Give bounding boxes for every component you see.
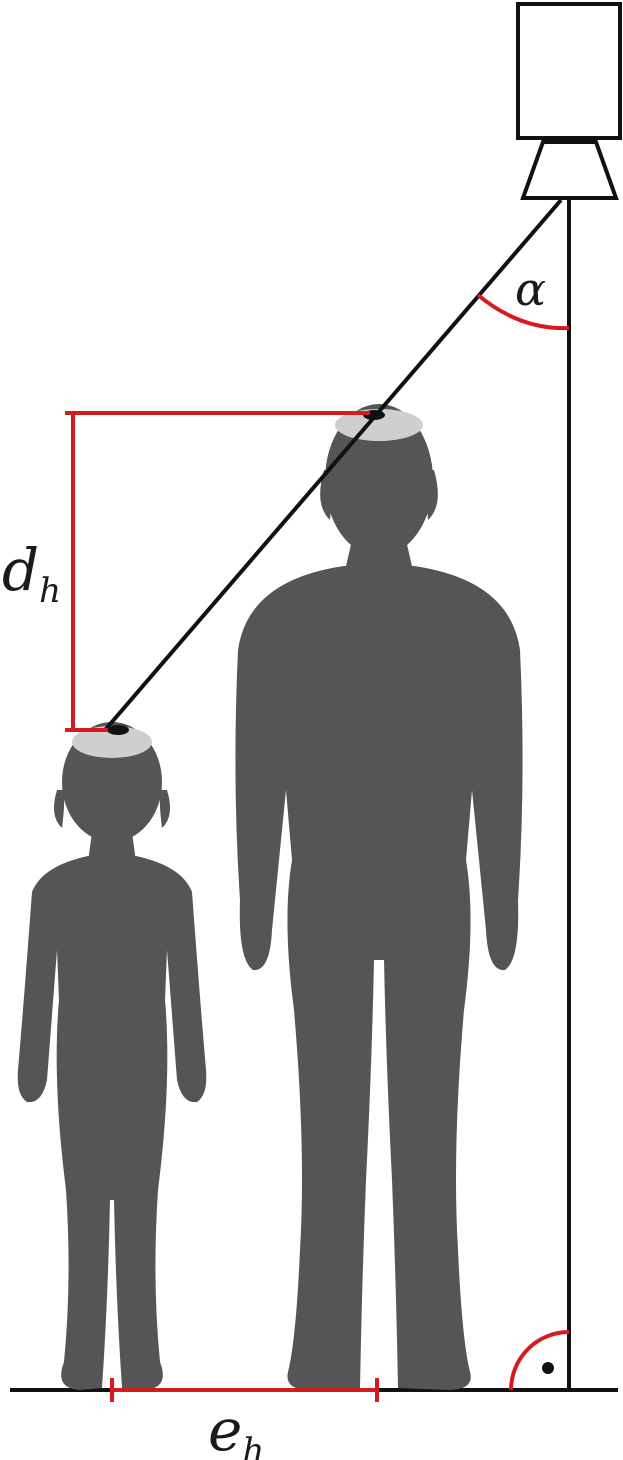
camera-icon — [516, 2, 622, 200]
eh-label: eh — [208, 1396, 264, 1460]
alpha-arc — [476, 293, 570, 331]
dh-bracket — [65, 411, 370, 732]
alpha-label: α — [515, 262, 546, 316]
eh-bracket — [110, 1378, 379, 1402]
child-silhouette — [17, 722, 207, 1390]
right-angle-icon — [509, 1330, 570, 1391]
dh-label: dh — [2, 536, 61, 611]
adult-silhouette — [235, 404, 523, 1390]
sight-line — [103, 198, 563, 732]
child-head-point — [107, 725, 129, 735]
